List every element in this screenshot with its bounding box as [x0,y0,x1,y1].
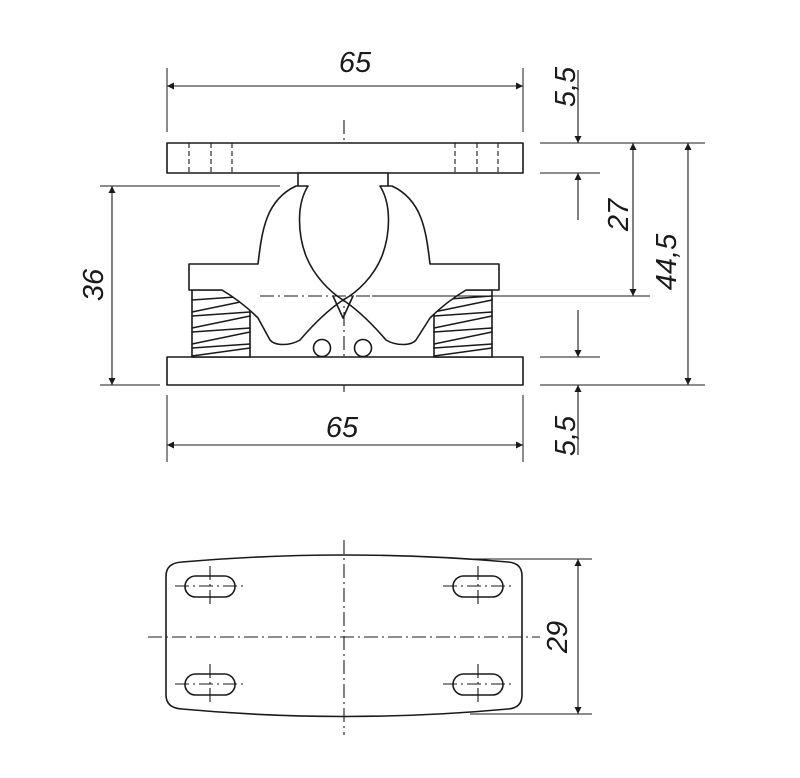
dim-top-width-label: 65 [339,47,372,79]
dim-side-height-label: 36 [78,268,110,301]
right-jaw [342,185,500,346]
slot-top-right [443,566,513,608]
catch-tip [332,295,354,319]
dim-jaw-height-label: 27 [603,197,635,232]
top-view [148,540,540,735]
right-spring [433,289,493,358]
dim-bottom-width-label: 65 [326,412,359,444]
plate-outline [165,554,523,718]
top-plate [166,142,524,174]
slot-bottom-right [443,664,513,706]
dim-plate-width-label: 29 [542,621,574,654]
dim-bottom-plate-label: 5,5 [550,415,582,456]
dim-overall-height-label: 44,5 [651,233,683,290]
top-plate-hidden-holes [188,143,499,173]
front-view [166,120,524,392]
right-hinge-pin [353,338,373,358]
front-dimensions: 65 5,5 27 44,5 36 5,5 65 [78,47,705,462]
slot-bottom-left [175,664,245,706]
dim-top-plate-label: 5,5 [550,66,582,107]
slot-top-left [175,566,245,608]
bottom-plate [166,356,524,386]
left-hinge-pin [312,338,332,358]
top-view-dimensions: 29 [470,558,592,715]
